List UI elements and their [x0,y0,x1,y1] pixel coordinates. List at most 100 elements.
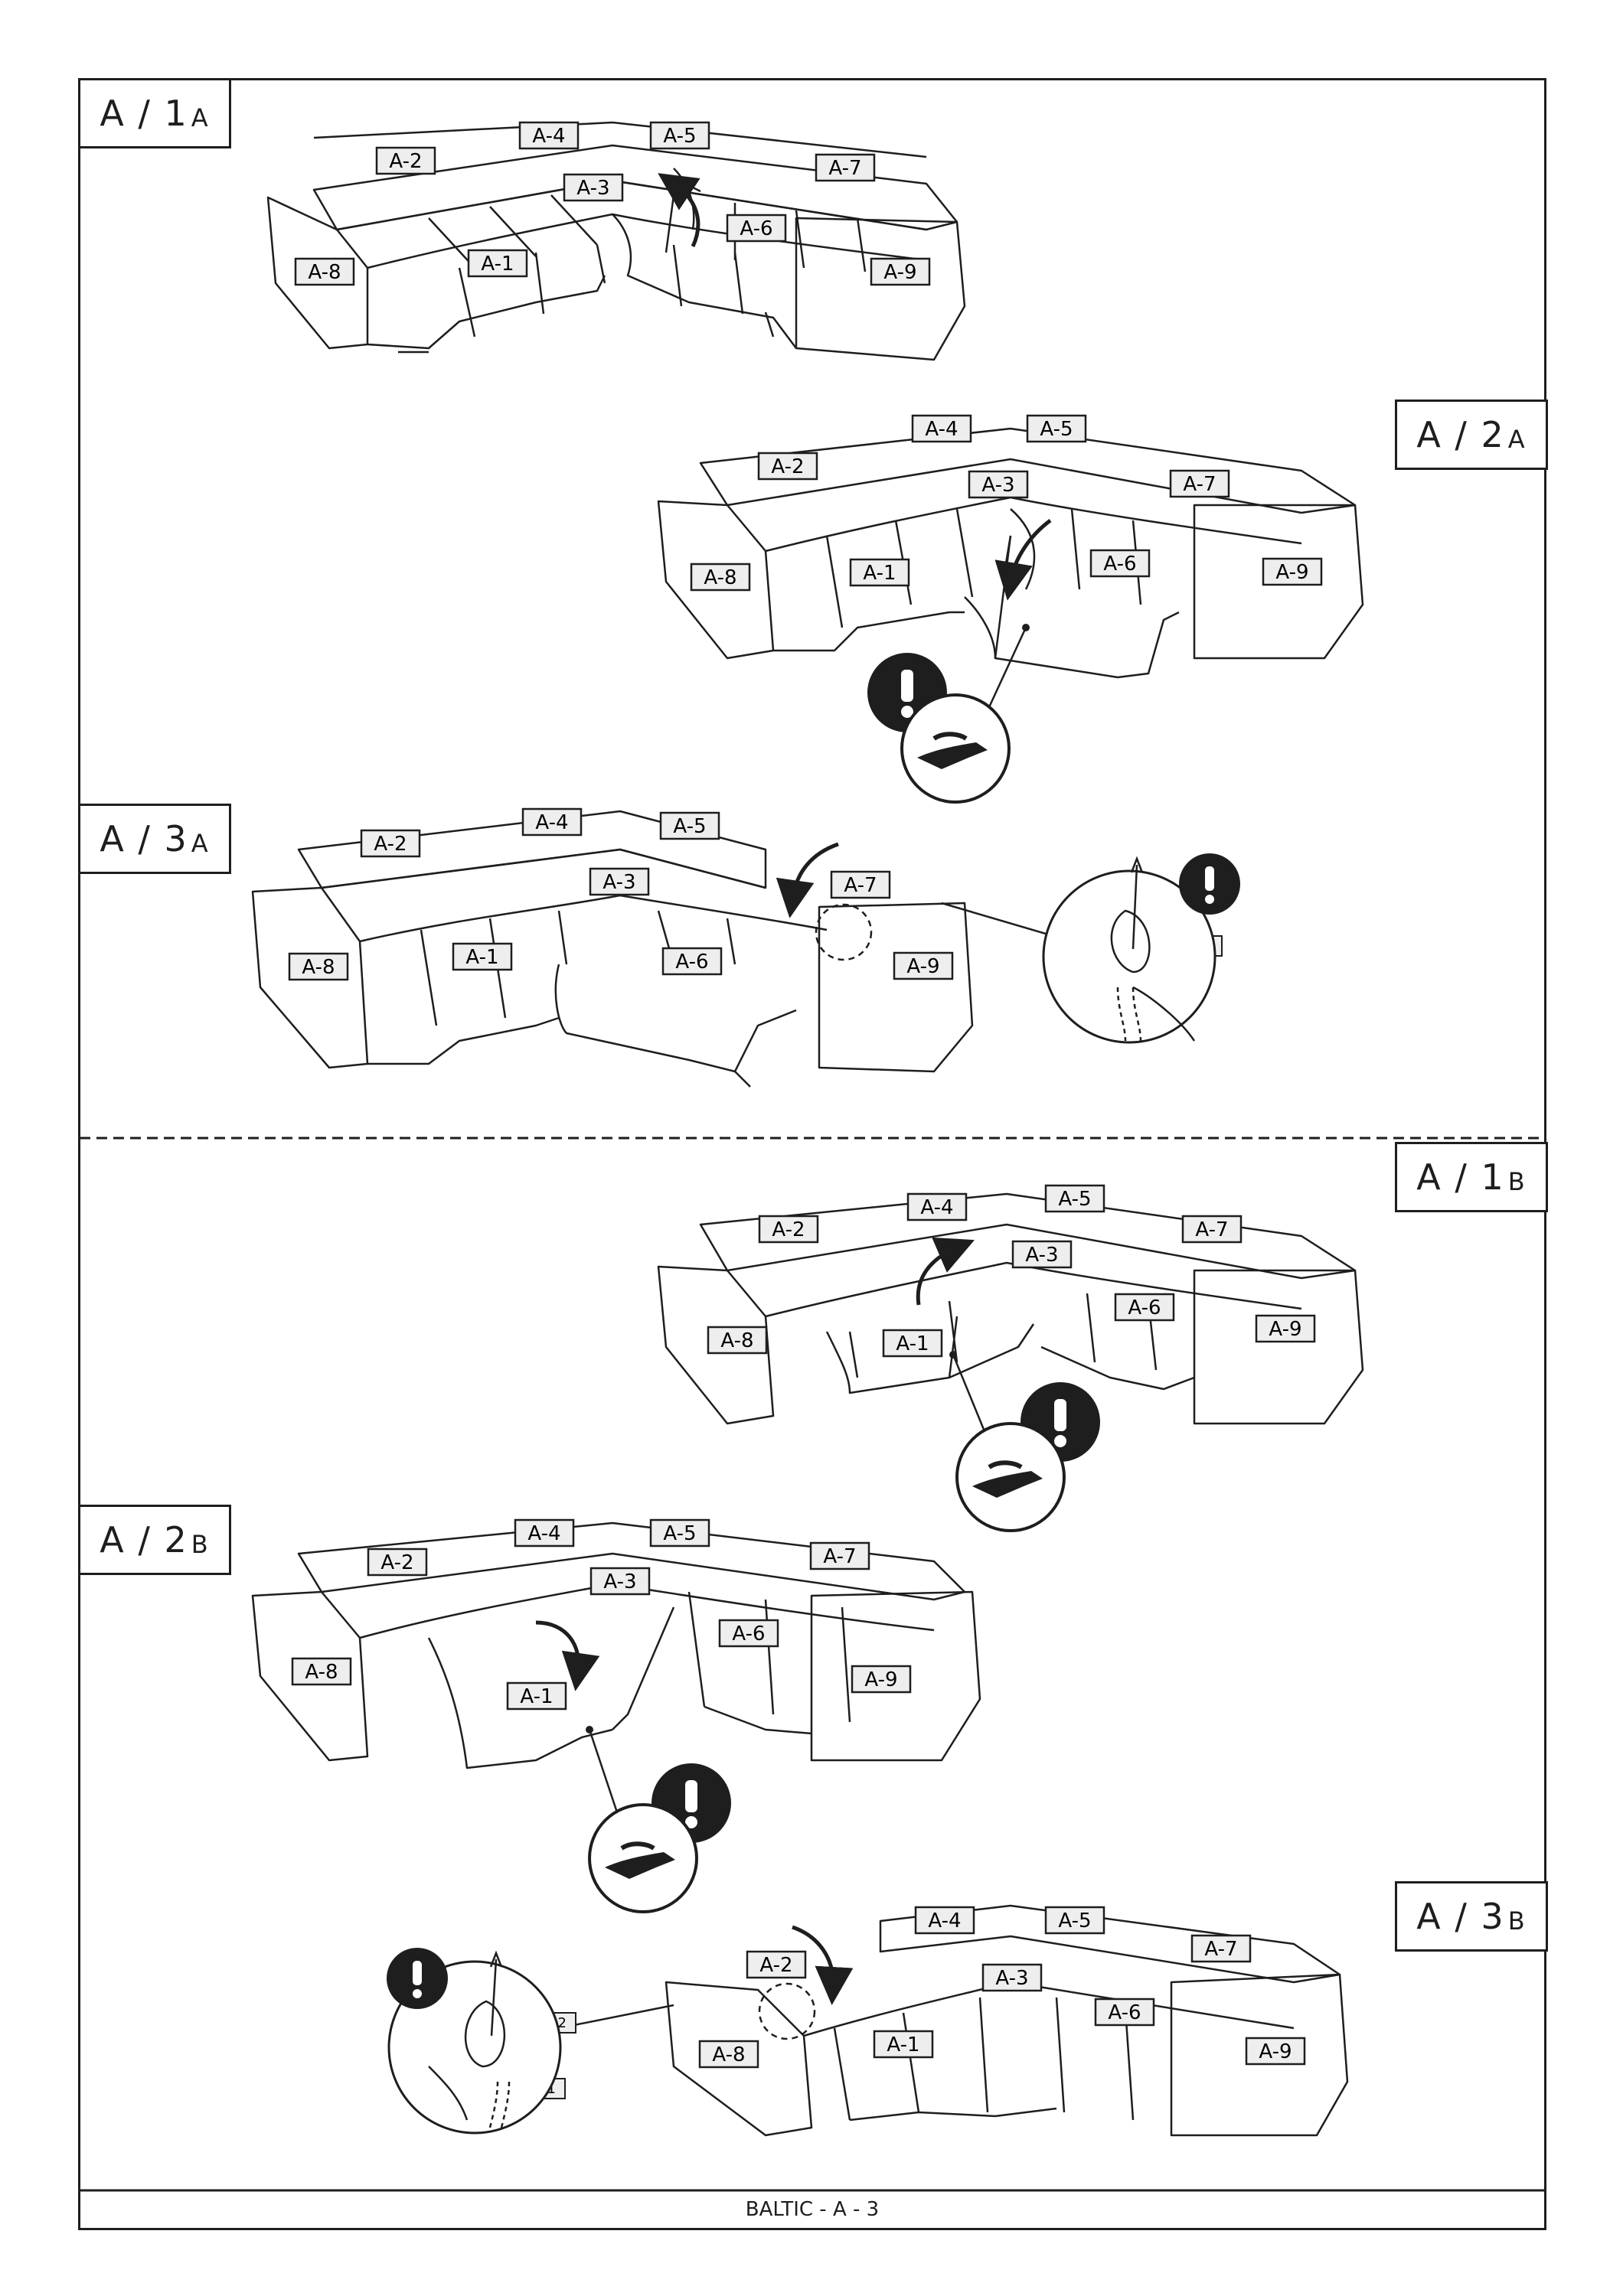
part-label-text: A-5 [1058,1188,1091,1211]
warning-exclamation-icon [387,1948,448,2009]
page-footer: BALTIC - A - 3 [745,2198,880,2221]
part-label-text: A-8 [704,566,736,589]
part-label-text: A-9 [906,955,939,978]
part-label-text: A-9 [1259,2040,1292,2063]
labels-a1b: A-2 A-4 A-5 A-7 A-3 A-6 A-8 A-1 A-9 [707,1184,1316,1358]
part-label-text: A-5 [663,1522,696,1545]
arrow-icon [658,173,700,248]
part-label-text: A-4 [527,1522,560,1545]
part-label-text: A-4 [925,418,958,441]
part-label-text: A-8 [712,2043,745,2066]
part-label-text: A-9 [883,261,916,284]
part-label: A-3 [981,1963,1043,1992]
part-label: A-2 [758,1215,819,1244]
part-label: A-5 [1026,414,1087,443]
part-label: A-8 [690,563,751,592]
part-label: A-7 [1181,1215,1243,1244]
part-label-text: A-4 [535,811,568,834]
part-label-text: A-9 [864,1668,897,1691]
labels-a2a: A-2 A-4 A-5 A-7 A-3 A-6 A-8 A-1 A-9 [690,414,1323,592]
labels-a3b: A-2 A-4 A-5 A-7 A-3 A-6 A-8 A-1 A-9 [698,1906,1306,2069]
part-label-text: A-1 [481,253,514,276]
part-label-text: A-9 [1275,561,1308,584]
part-label: A-5 [1044,1184,1105,1213]
part-label: A-5 [649,121,710,150]
hand-care-icon [900,693,1011,804]
part-label-text: A-6 [1108,2001,1141,2024]
part-label: A-6 [1114,1293,1175,1322]
part-label: A-8 [707,1326,768,1355]
part-label-text: A-1 [520,1685,553,1708]
labels-a1a: A-2 A-4 A-5 A-7 A-3 A-6 A-8 A-1 A-9 [294,121,931,286]
part-label: A-2 [375,146,436,175]
part-label: A-9 [1245,2037,1306,2066]
part-label-text: A-8 [302,956,335,979]
part-label: A-9 [851,1665,912,1694]
part-label-text: A-7 [823,1545,856,1568]
part-label: A-2 [367,1548,428,1577]
part-label-text: A-8 [305,1661,338,1684]
part-label-text: A-6 [740,217,772,240]
part-label: A-3 [1011,1240,1073,1269]
connector-dot [1022,624,1030,631]
connector-dot [586,1726,593,1733]
part-label-text: A-3 [995,1967,1028,1990]
part-label-text: A-1 [465,946,498,969]
part-label-text: A-3 [1025,1244,1058,1267]
part-label: A-8 [288,952,349,981]
part-label-text: A-2 [374,833,407,856]
part-label: A-4 [906,1192,968,1221]
part-label: A-7 [815,153,876,182]
part-label: A-2 [360,829,421,858]
part-label-text: A-2 [772,1218,805,1241]
part-label-text: A-4 [928,1910,961,1932]
part-label: A-3 [563,173,624,202]
hand-care-icon [955,1422,1066,1532]
part-label: A-7 [830,870,891,899]
part-label: A-8 [698,2040,759,2069]
part-label: A-4 [911,414,972,443]
part-label-text: A-4 [532,125,565,148]
labels-a2b: A-2 A-4 A-5 A-7 A-3 A-6 A-8 A-1 A-9 [291,1518,912,1711]
arrow-icon [994,518,1052,601]
arrow-icon [916,1237,975,1306]
part-label: A-5 [1044,1906,1105,1935]
connector-dot [949,1351,957,1358]
part-label: A-6 [1094,1998,1155,2027]
part-label: A-4 [914,1906,975,1935]
part-label-text: A-2 [380,1551,413,1574]
part-label-text: A-1 [863,562,896,585]
part-label: A-9 [1255,1314,1316,1343]
part-label-text: A-7 [1183,473,1216,496]
hand-care-icon [588,1803,698,1913]
warning-exclamation-icon [1179,853,1240,915]
part-label: A-3 [589,1567,651,1596]
part-label: A-7 [809,1541,870,1570]
part-label: A-6 [718,1619,779,1648]
part-label: A-8 [291,1657,352,1686]
part-label: A-2 [746,1950,807,1979]
part-label: A-3 [968,470,1029,499]
arrow-icon [792,1925,854,2005]
part-label: A-6 [1089,549,1151,578]
part-label: A-2 [757,452,818,481]
part-label-text: A-5 [663,125,696,148]
part-label-text: A-6 [675,951,708,974]
part-label: A-1 [849,558,910,587]
part-label-text: A-6 [1128,1296,1161,1319]
part-label: A-5 [649,1518,710,1548]
part-label: A-4 [518,121,580,150]
part-label-text: A-6 [732,1623,765,1645]
part-label: A-6 [726,214,787,243]
part-label-text: A-7 [1204,1938,1237,1961]
part-label: A-7 [1190,1934,1252,1963]
part-label-text: A-2 [771,455,804,478]
part-label: A-4 [514,1518,575,1548]
